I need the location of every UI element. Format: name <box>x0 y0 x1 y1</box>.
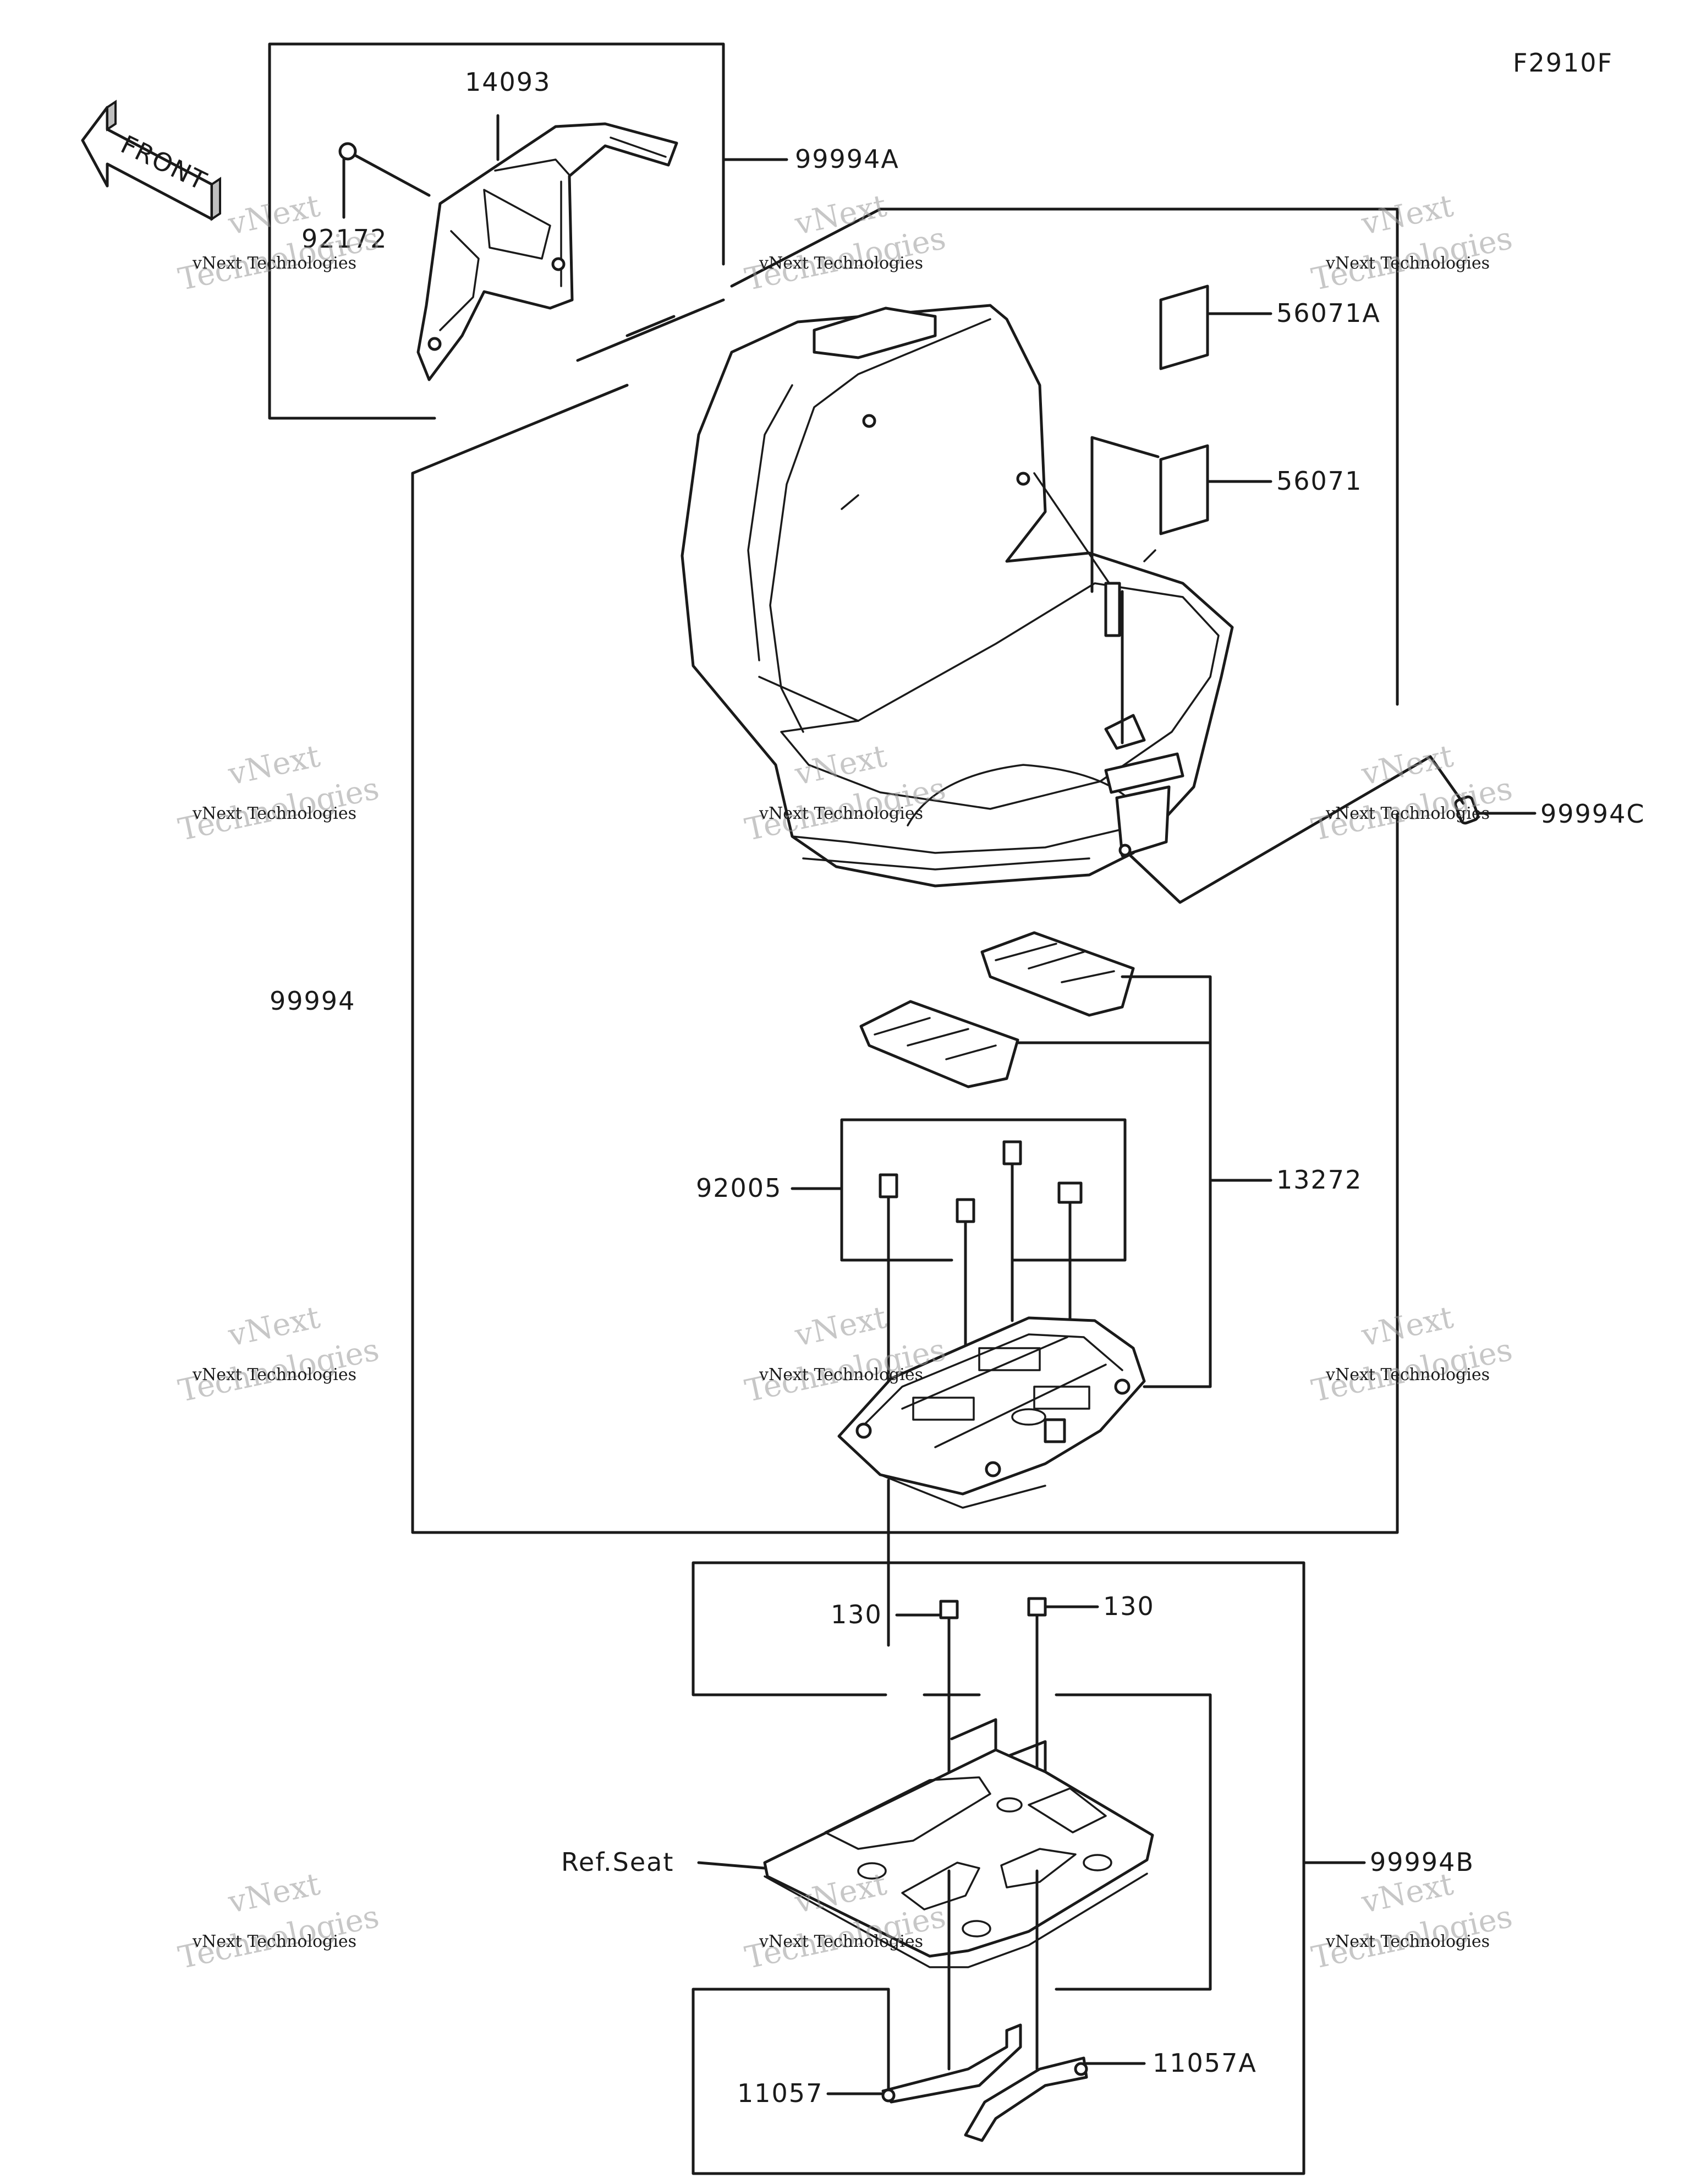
label-92172: 92172 <box>301 224 387 254</box>
label-ref-seat: Ref.Seat <box>561 1847 674 1877</box>
label-130-right: 130 <box>1103 1591 1155 1621</box>
label-99994b: 99994B <box>1370 1847 1474 1877</box>
label-99994c: 99994C <box>1540 799 1645 829</box>
pad-upper-13272 <box>980 931 1135 1017</box>
label-11057a: 11057A <box>1153 2048 1257 2078</box>
bracket-11057a <box>964 2056 1146 2142</box>
label-56071a: 56071A <box>1276 298 1381 328</box>
watermark-caption: vNext Technologies <box>1325 254 1490 273</box>
label-130-left: 130 <box>831 1600 882 1629</box>
base-plate <box>837 1316 1146 1509</box>
watermark-caption: vNext Technologies <box>759 1365 923 1384</box>
label-56071: 56071 <box>1276 466 1362 496</box>
watermark-caption: vNext Technologies <box>192 1932 356 1951</box>
pad-lower-13272 <box>859 1000 1019 1088</box>
top-case <box>681 304 1234 888</box>
watermark-caption: vNext Technologies <box>1325 1932 1490 1951</box>
label-sticker-56071 <box>1090 436 1272 745</box>
label-sticker-56071a <box>1159 284 1272 370</box>
front-arrow-icon: FRONT <box>81 100 221 221</box>
assembly-box-99994a <box>268 42 788 420</box>
watermark-caption: vNext Technologies <box>1325 1365 1490 1384</box>
label-11057: 11057 <box>737 2078 823 2108</box>
watermark-caption: vNext Technologies <box>759 1932 923 1951</box>
label-99994: 99994 <box>270 986 355 1016</box>
bracket-11057 <box>826 2023 1022 2104</box>
rivet-99994c <box>1129 755 1537 904</box>
assembly-box-99994b <box>692 1561 1366 2175</box>
label-92005: 92005 <box>696 1173 782 1203</box>
watermark-caption: vNext Technologies <box>759 254 923 273</box>
carrier-plate <box>697 1748 1154 1968</box>
figure-code: F2910F <box>1513 48 1613 78</box>
clip-group-92005 <box>791 1118 1127 1432</box>
watermark-caption: vNext Technologies <box>1325 804 1490 823</box>
label-99994a: 99994A <box>795 144 899 174</box>
cover-14093 <box>416 122 678 381</box>
label-14093: 14093 <box>465 67 551 97</box>
label-13272: 13272 <box>1276 1165 1362 1195</box>
watermark-caption: vNext Technologies <box>192 804 356 823</box>
assembly-box-99994 <box>411 207 1399 1534</box>
watermark-caption: vNext Technologies <box>192 254 356 273</box>
watermark-caption: vNext Technologies <box>192 1365 356 1384</box>
screw-92172 <box>338 142 431 197</box>
watermark-caption: vNext Technologies <box>759 804 923 823</box>
